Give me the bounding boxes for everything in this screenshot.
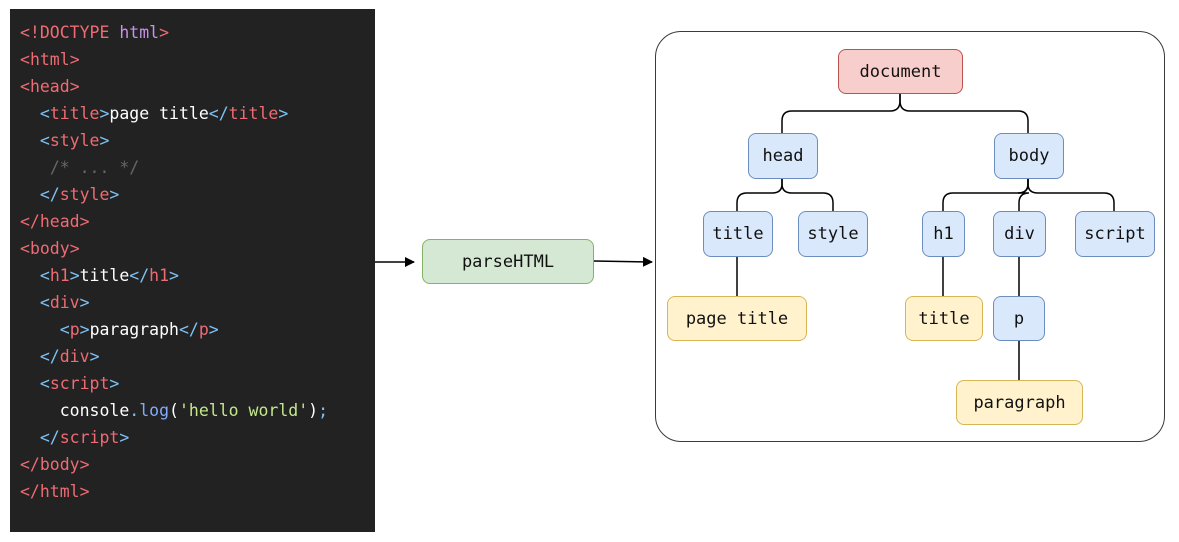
h1-text-node: title	[905, 296, 983, 341]
code-line: </body>	[20, 455, 90, 474]
code-line: <!DOCTYPE html>	[20, 23, 170, 42]
html-source-code-panel: <!DOCTYPE html> <html> <head> <title>pag…	[10, 9, 375, 532]
div-element-node-label: div	[1004, 224, 1035, 244]
code-line: <script>	[39, 374, 120, 393]
code-line: <head>	[20, 77, 80, 96]
title-element-node: title	[703, 211, 773, 257]
h1-text-node-label: title	[918, 308, 970, 329]
code-line: <div>	[39, 293, 90, 312]
style-element-node-label: style	[807, 224, 859, 244]
code-line: </div>	[39, 347, 100, 366]
style-element-node: style	[798, 211, 868, 257]
title-element-node-label: title	[712, 224, 764, 244]
body-node-label: body	[1008, 146, 1050, 166]
p-element-node-label: p	[1013, 308, 1025, 329]
script-element-node-label: script	[1084, 224, 1146, 244]
head-node-label: head	[762, 146, 804, 166]
code-line: </head>	[20, 212, 90, 231]
code-line: </html>	[20, 482, 90, 501]
page-title-text-node-label: page title	[685, 308, 789, 329]
code-line: <body>	[20, 239, 80, 258]
page-title-text-node: page title	[667, 296, 807, 341]
parse-html-process-box: parseHTML	[422, 239, 594, 284]
document-node-label: document	[859, 61, 942, 82]
code-line: </style>	[39, 185, 120, 204]
head-node: head	[748, 133, 818, 179]
div-element-node: div	[993, 211, 1046, 257]
code-line: /* ... */	[49, 158, 140, 177]
code-line: </script>	[39, 428, 130, 447]
code-line: <html>	[20, 50, 80, 69]
arrow-parse-to-tree	[593, 256, 653, 267]
document-node: document	[838, 49, 963, 94]
code-line: <style>	[39, 131, 110, 150]
script-element-node: script	[1075, 211, 1155, 257]
paragraph-text-node-label: paragraph	[973, 392, 1066, 413]
code-line: <h1>title</h1>	[39, 266, 179, 285]
code-line: <p>paragraph</p>	[59, 320, 219, 339]
dom-tree-frame	[655, 31, 1165, 442]
paragraph-text-node: paragraph	[956, 380, 1083, 425]
p-element-node: p	[993, 296, 1045, 341]
code-line: console.log('hello world');	[59, 401, 328, 420]
h1-element-node: h1	[922, 211, 965, 257]
body-node: body	[994, 133, 1064, 179]
code-line: <title>page title</title>	[39, 104, 289, 123]
parse-html-label: parseHTML	[461, 251, 555, 272]
h1-element-node-label: h1	[933, 224, 954, 244]
